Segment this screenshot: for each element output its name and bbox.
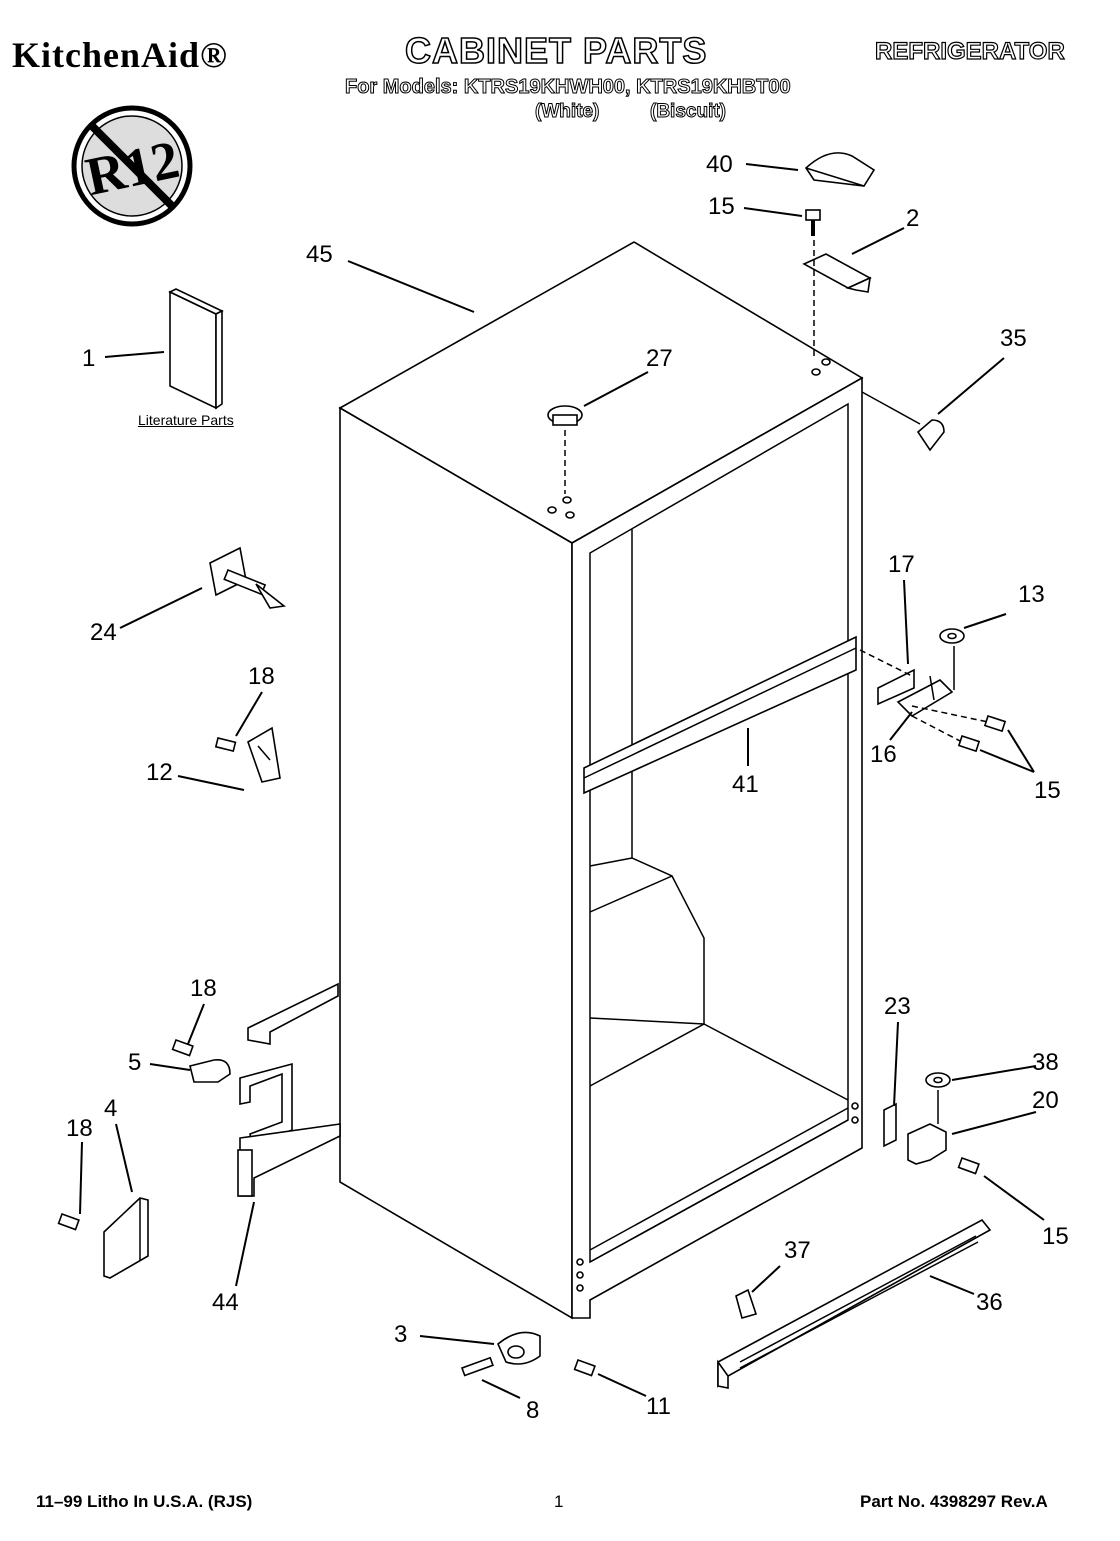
page-title: CABINET PARTS: [404, 29, 708, 72]
callout-8: 8: [526, 1397, 539, 1424]
literature-parts-label: Literature Parts: [138, 412, 234, 428]
base-grille: [717, 1218, 992, 1389]
door-closer-bracket: [237, 982, 341, 1197]
door-stop-bracket: [214, 726, 281, 783]
brand-logo: KitchenAid®: [12, 35, 228, 75]
callout-4: 4: [104, 1095, 117, 1122]
top-hinge: [802, 240, 872, 360]
variant-white: (White): [534, 101, 600, 123]
literature-booklet: [168, 288, 224, 410]
callout-5: 5: [128, 1049, 141, 1076]
bottom-hinge-screw: [957, 1156, 980, 1175]
mullion-rail: [583, 635, 857, 795]
callout-18-upper: 18: [248, 663, 275, 690]
callout-15-top: 15: [708, 193, 735, 220]
top-hinge-screw: [805, 209, 821, 236]
callout-38: 38: [1032, 1049, 1059, 1076]
roller-assembly: [497, 1331, 541, 1365]
callout-36: 36: [976, 1289, 1003, 1316]
appliance-category: REFRIGERATOR: [874, 37, 1065, 65]
hinge-cover: [103, 1197, 149, 1279]
roller-pin: [460, 1356, 494, 1377]
hinge-bushing: [189, 1058, 231, 1083]
callout-23: 23: [884, 993, 911, 1020]
callout-numbers: 1 45 27 40 15 2 35 24 18 12 17 13 16 15 …: [66, 151, 1069, 1424]
callout-1: 1: [82, 345, 95, 372]
callout-41: 41: [732, 771, 759, 798]
print-info: 11–99 Litho In U.S.A. (RJS): [36, 1492, 253, 1511]
top-hinge-cover: [804, 152, 876, 187]
callout-15-center: 15: [1034, 777, 1061, 804]
callout-40: 40: [706, 151, 733, 178]
callout-leaders: [79, 163, 1045, 1399]
grille-clip: [735, 1288, 758, 1319]
roller-screw: [573, 1358, 596, 1377]
callout-18-mid: 18: [190, 975, 217, 1002]
refrigerator-cabinet: [338, 241, 864, 1320]
lower-screws-left: [57, 1038, 194, 1231]
no-r12-badge: R12: [71, 105, 193, 227]
callout-35: 35: [1000, 325, 1027, 352]
callout-11: 11: [646, 1393, 671, 1420]
callout-27: 27: [646, 345, 673, 372]
callout-37: 37: [784, 1237, 811, 1264]
callout-3: 3: [394, 1321, 407, 1348]
callout-20: 20: [1032, 1087, 1059, 1114]
callout-15-bottom: 15: [1042, 1223, 1069, 1250]
top-plug-button: [547, 405, 583, 494]
callout-2: 2: [906, 205, 919, 232]
center-hinge-screws: [957, 714, 1007, 753]
callout-17: 17: [888, 551, 915, 578]
shim-plate: [883, 1102, 897, 1148]
door-stop: [209, 546, 286, 609]
callout-13: 13: [1018, 581, 1045, 608]
page-number: 1: [554, 1492, 564, 1511]
callout-12: 12: [146, 759, 173, 786]
center-hinge: [859, 646, 989, 743]
callout-24: 24: [90, 619, 117, 646]
cabinet-cap: [861, 391, 945, 452]
callout-16: 16: [870, 741, 897, 768]
bottom-hinge: [907, 1123, 947, 1165]
part-number: Part No. 4398297 Rev.A: [860, 1492, 1048, 1511]
callout-44: 44: [212, 1289, 239, 1316]
callout-45: 45: [306, 241, 333, 268]
callout-18-lower: 18: [66, 1115, 93, 1142]
center-hinge-washer: [939, 628, 965, 644]
variant-biscuit: (Biscuit): [650, 101, 727, 123]
models-line: For Models: KTRS19KHWH00, KTRS19KHBT00: [345, 76, 792, 99]
bottom-hinge-washer: [925, 1072, 951, 1124]
